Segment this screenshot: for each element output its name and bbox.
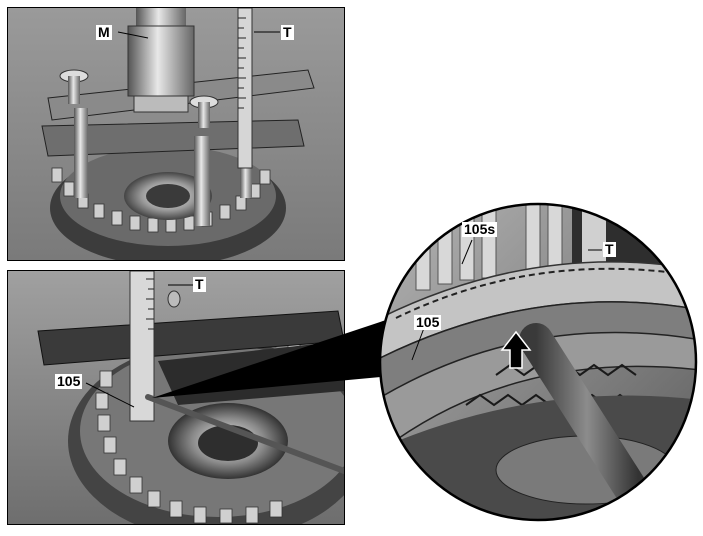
- label-t-top: T: [281, 24, 294, 40]
- callout-line-m: [117, 31, 149, 39]
- label-m: M: [96, 24, 112, 40]
- callout-line-105-zoom: [411, 327, 425, 361]
- magnifier-ring: [378, 202, 698, 522]
- up-arrow-icon: [500, 330, 532, 369]
- top-photo-panel: M T: [7, 7, 345, 261]
- label-t-zoom: T: [603, 241, 616, 257]
- label-105: 105: [55, 373, 83, 389]
- label-105s: 105s: [462, 221, 498, 237]
- label-105-zoom: 105: [414, 314, 442, 330]
- label-t-bottom: T: [193, 276, 206, 292]
- callout-line-105s: [461, 239, 473, 265]
- press-tool-illustration: [8, 8, 344, 260]
- magnified-detail: [378, 202, 698, 522]
- callout-line-105: [85, 382, 135, 408]
